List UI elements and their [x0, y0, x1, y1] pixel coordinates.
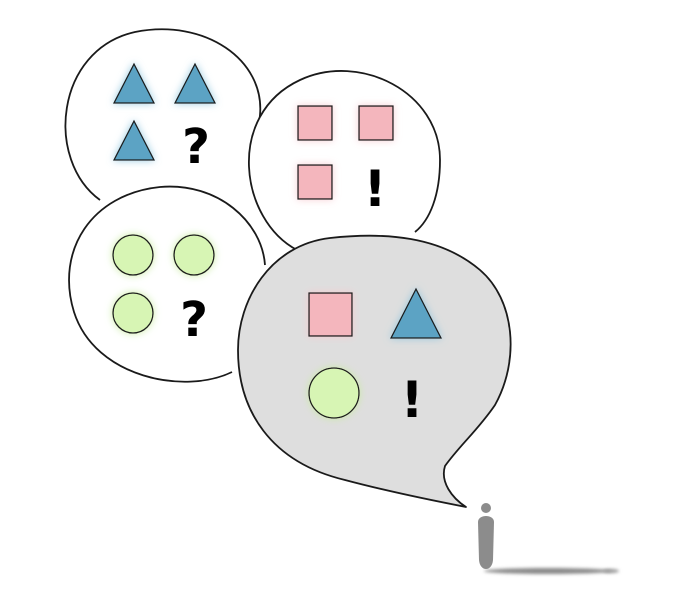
square-shape — [308, 292, 353, 337]
triangle-shape — [173, 62, 217, 104]
figure-shadow-tip — [603, 569, 619, 573]
circle-shape — [112, 292, 154, 334]
bubble-combined: ! — [237, 234, 512, 508]
triangle-shape — [112, 62, 156, 104]
bubble-squares-outline — [248, 70, 441, 251]
circle-shape — [112, 234, 154, 276]
circle-shape — [173, 234, 215, 276]
square-shape — [358, 105, 394, 141]
person-figure-icon — [478, 503, 619, 574]
bubble-combined-outline — [237, 234, 512, 508]
bubble-circles: ? — [68, 185, 266, 383]
bubble-circles-outline — [68, 185, 266, 383]
circle-shape — [308, 367, 360, 419]
bubble-squares: ! — [248, 70, 441, 251]
square-shape — [297, 105, 333, 141]
circle-shapes — [112, 234, 215, 334]
exclamation-mark: ! — [401, 371, 424, 429]
triangle-shape — [389, 287, 443, 339]
triangle-shape — [112, 119, 156, 161]
triangle-shapes — [112, 62, 217, 161]
figure-shadow — [484, 568, 612, 574]
bubble-triangles: ? — [64, 28, 262, 201]
figure-head — [481, 503, 491, 513]
square-shape — [297, 164, 333, 200]
figure-body — [478, 516, 494, 569]
square-shapes — [297, 105, 394, 200]
question-mark: ? — [182, 119, 210, 175]
bubble-triangles-outline — [64, 28, 262, 201]
exclamation-mark: ! — [364, 160, 387, 218]
question-mark: ? — [180, 292, 208, 348]
